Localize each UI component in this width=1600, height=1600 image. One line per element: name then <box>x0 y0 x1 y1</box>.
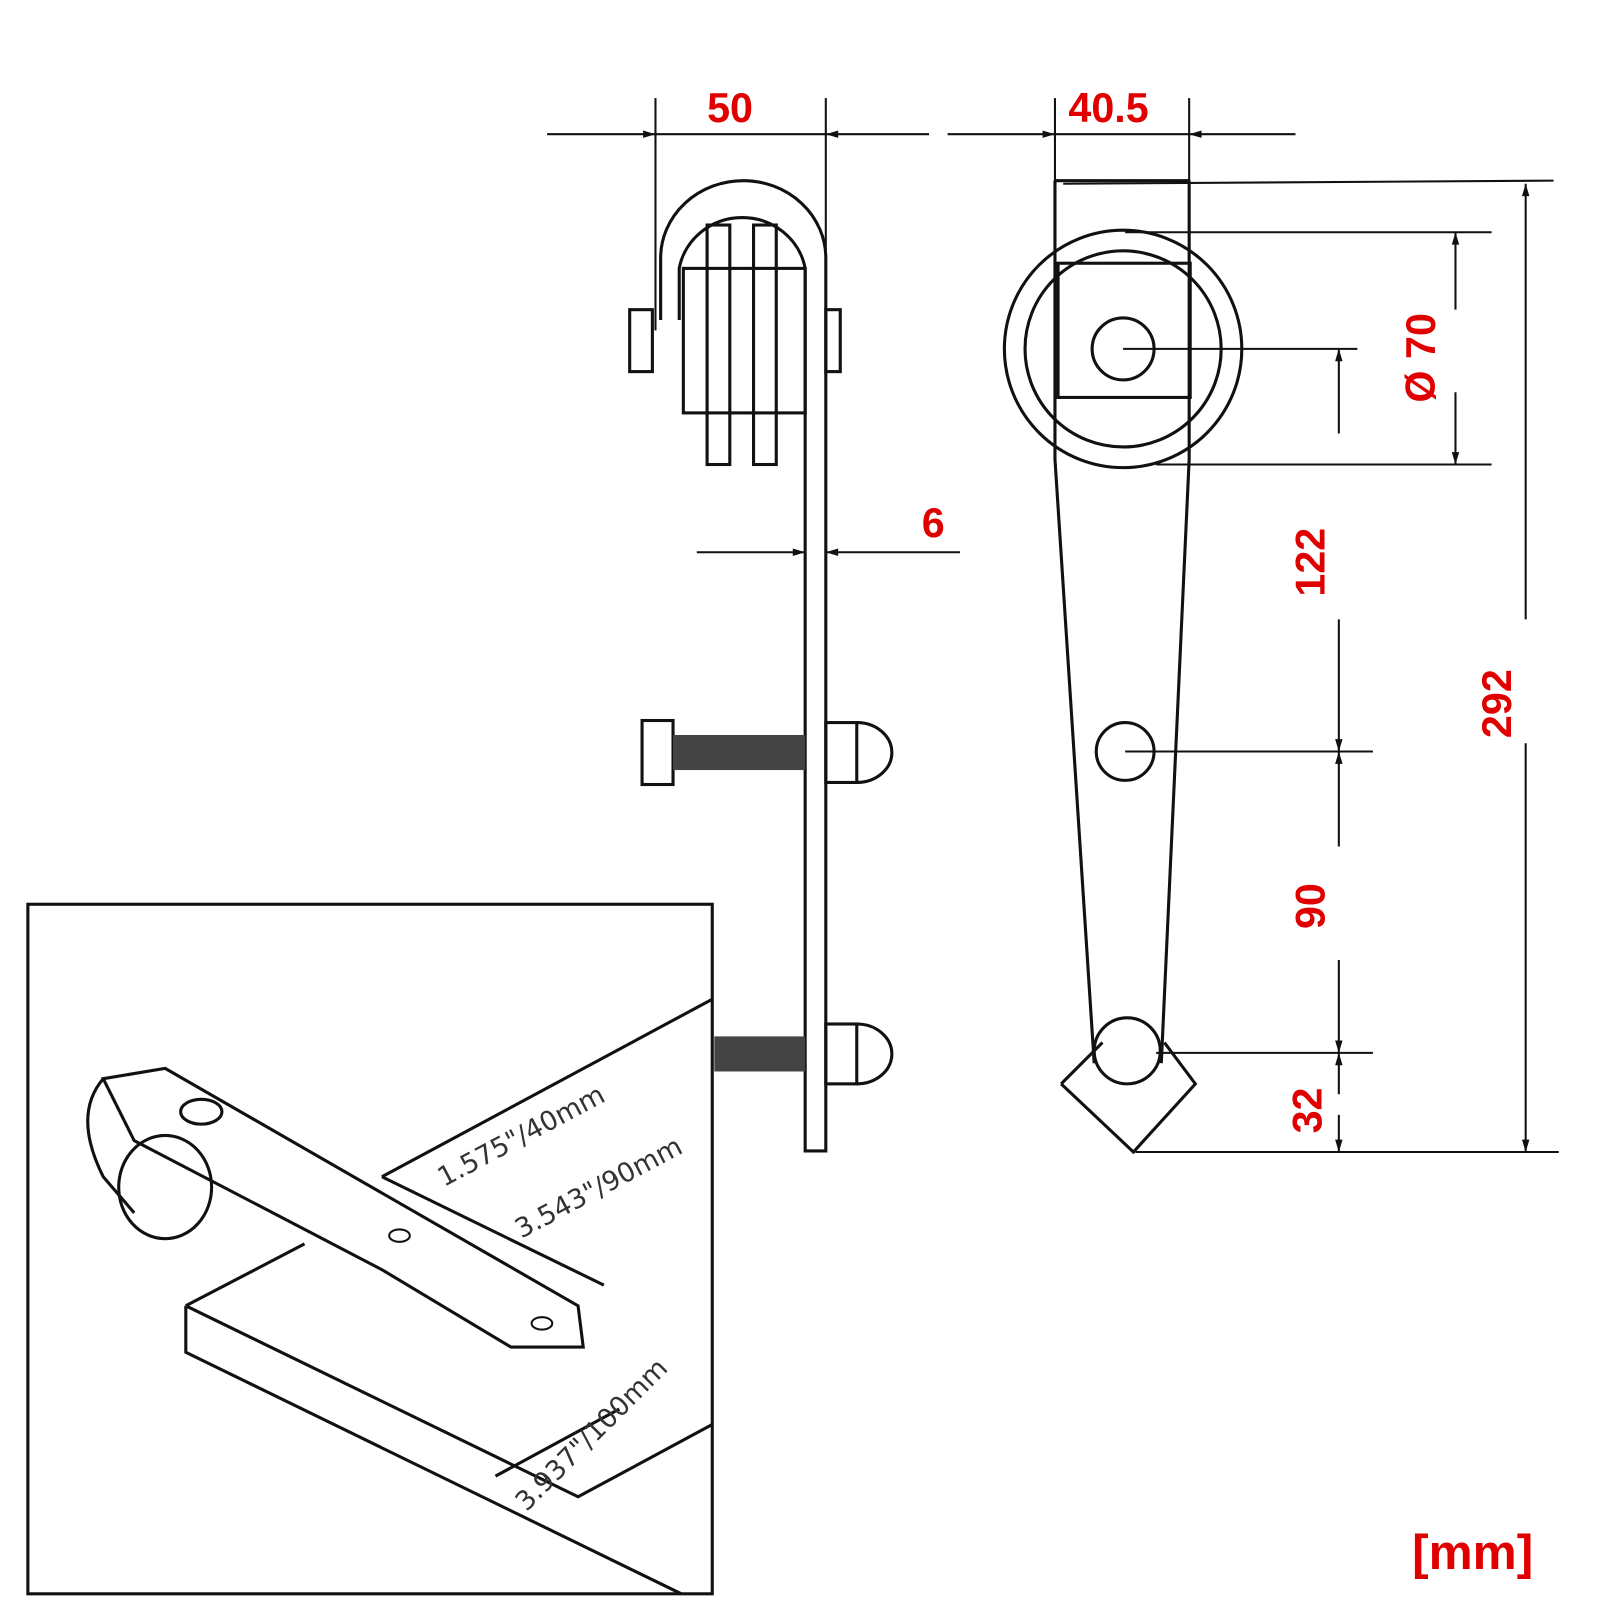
installation-inset: 1.575"/40mm 3.543"/90mm 3.937"/100mm <box>26 902 714 1596</box>
front-view: 40.5 Ø 70 122 90 32 292 <box>947 85 1559 1155</box>
dim-plate-thickness: 6 <box>922 500 945 546</box>
side-view: 50 6 <box>547 85 960 1153</box>
dim-front-width: 40.5 <box>1068 85 1148 131</box>
dim-wheel-diameter: Ø 70 <box>1398 313 1444 403</box>
dim-axle-to-hole: 122 <box>1287 528 1333 597</box>
inset-label-100mm: 3.937"/100mm <box>509 1353 674 1518</box>
inset-label-90mm: 3.543"/90mm <box>510 1131 688 1245</box>
unit-label: [mm] <box>1412 1525 1533 1580</box>
dim-side-width: 50 <box>707 85 753 131</box>
dim-hole-spacing: 90 <box>1287 883 1333 929</box>
dim-total-height: 292 <box>1474 669 1520 738</box>
dim-bottom-offset: 32 <box>1284 1087 1330 1133</box>
